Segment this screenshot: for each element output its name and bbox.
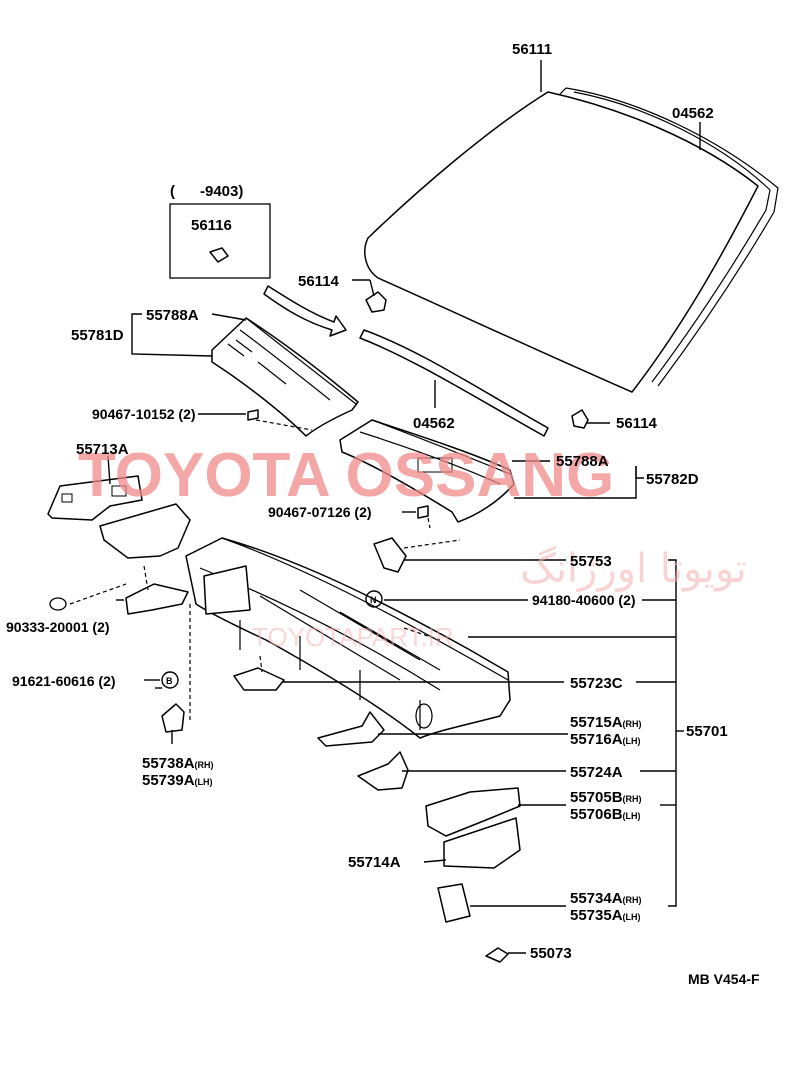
label-part-55705b: 55705B(RH) xyxy=(570,789,642,806)
label-grommet: 90333-20001 (2) xyxy=(6,619,110,635)
part-55724a-shape xyxy=(357,751,409,791)
label-cowl-right-group: 55782D xyxy=(646,471,699,488)
label-part-55706b: 55706B(LH) xyxy=(570,806,641,823)
label-part-55716a: 55716A(LH) xyxy=(570,731,641,748)
marker-b-circle xyxy=(161,671,179,689)
label-nut-n: 94180-40600 (2) xyxy=(532,592,636,608)
suffix-lh-55716a: (LH) xyxy=(623,736,641,746)
part-55723c-shape xyxy=(233,667,285,691)
label-assembly: 55701 xyxy=(686,723,728,740)
suffix-rh-55734a: (RH) xyxy=(623,895,642,905)
watermark-persian: تویوتا اورژانگ xyxy=(520,546,747,592)
label-part-55715a-num: 55715A xyxy=(570,714,623,731)
part-55705b-shape xyxy=(425,787,521,837)
clip-shape xyxy=(209,247,229,263)
label-brace-lh: 55739A(LH) xyxy=(142,772,213,789)
part-55734a-shape xyxy=(437,883,471,923)
label-brace-rh: 55738A(RH) xyxy=(142,755,214,772)
label-windshield: 56111 xyxy=(512,41,552,58)
suffix-lh-55739a: (LH) xyxy=(195,777,213,787)
windshield-glass[interactable] xyxy=(364,91,759,393)
label-cowl-right-sub: 55788A xyxy=(556,453,609,470)
label-part-55734a-num: 55734A xyxy=(570,890,623,907)
label-brace-lh-num: 55739A xyxy=(142,772,195,789)
cowl-panel-assembly[interactable] xyxy=(185,537,511,739)
label-spacer-right: 56114 xyxy=(616,415,658,432)
label-spacer-left: 56114 xyxy=(298,273,340,290)
label-part-55723c: 55723C xyxy=(570,675,623,692)
label-screw-left: 90467-10152 (2) xyxy=(92,406,196,422)
watermark-site: TOYOTAPART.IR xyxy=(252,622,454,652)
screw-right-shape xyxy=(417,505,429,519)
label-moulding-upper: 04562 xyxy=(672,105,714,122)
label-part-55716a-num: 55716A xyxy=(570,731,623,748)
marker-n: N xyxy=(370,595,377,605)
spacer-left-shape xyxy=(365,291,387,313)
label-part-55073: 55073 xyxy=(530,945,572,962)
label-part-55706b-num: 55706B xyxy=(570,806,623,823)
label-brace-rh-num: 55738A xyxy=(142,755,195,772)
direction-arrow xyxy=(263,285,347,337)
suffix-rh-55715a: (RH) xyxy=(623,719,642,729)
label-part-55705b-num: 55705B xyxy=(570,789,623,806)
label-part-55753: 55753 xyxy=(570,553,612,570)
grommet-shape xyxy=(49,597,67,611)
brace-shape xyxy=(161,703,185,733)
clip-box-frame xyxy=(169,203,271,279)
label-footer-code: MB V454-F xyxy=(688,971,760,987)
suffix-lh-55706b: (LH) xyxy=(623,811,641,821)
label-cowl-left-sub: 55788A xyxy=(146,307,199,324)
label-part-55735a-num: 55735A xyxy=(570,907,623,924)
label-part-55714a: 55714A xyxy=(348,854,401,871)
screw-left-shape xyxy=(247,409,259,421)
cowl-top-left[interactable] xyxy=(211,317,359,437)
label-part-55734a: 55734A(RH) xyxy=(570,890,642,907)
label-part-55715a: 55715A(RH) xyxy=(570,714,642,731)
watermark-main: TOYOTA OSSANG xyxy=(78,441,614,510)
label-part-55724a: 55724A xyxy=(570,764,623,781)
label-bracket-a: 55713A xyxy=(76,441,129,458)
suffix-lh-55735a: (LH) xyxy=(623,912,641,922)
spacer-right-shape xyxy=(571,409,589,429)
label-screw-right: 90467-07126 (2) xyxy=(268,504,372,520)
marker-n-circle xyxy=(365,590,383,608)
label-nut-b: 91621-60616 (2) xyxy=(12,673,116,689)
bracket-lower-left-shape xyxy=(125,583,189,615)
marker-b: B xyxy=(166,676,173,686)
label-moulding-lower: 04562 xyxy=(413,415,455,432)
moulding-lower[interactable] xyxy=(359,329,549,437)
leader-lines xyxy=(107,60,701,954)
cowl-top-right[interactable] xyxy=(339,419,515,523)
suffix-rh-55738a: (RH) xyxy=(195,760,214,770)
suffix-rh-55705b: (RH) xyxy=(623,794,642,804)
part-55073-shape xyxy=(485,947,509,963)
label-part-55735a: 55735A(LH) xyxy=(570,907,641,924)
part-55753-shape xyxy=(373,537,407,573)
label-clip-box: 56116 xyxy=(191,217,232,234)
part-55714a-shape xyxy=(443,817,521,869)
part-55715a-shape xyxy=(317,711,385,747)
label-cowl-left-group: 55781D xyxy=(71,327,124,344)
bracket-55713a[interactable] xyxy=(47,475,191,559)
label-date-range: ( -9403) xyxy=(170,183,243,200)
dashed-guides xyxy=(69,419,461,720)
moulding-upper[interactable] xyxy=(559,87,779,387)
